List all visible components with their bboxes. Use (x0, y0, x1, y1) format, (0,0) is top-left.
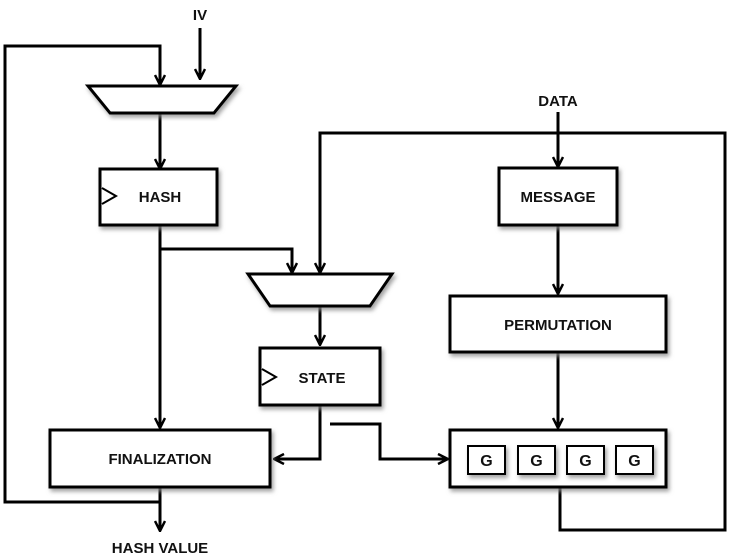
g-unit: G (615, 445, 654, 475)
finalization-block: FINALIZATION (48, 428, 272, 489)
permutation-block: PERMUTATION (448, 294, 668, 354)
g-unit: G (517, 445, 556, 475)
finalization-block-label: FINALIZATION (108, 451, 211, 468)
g-function-block: G G G G (448, 428, 668, 489)
g-unit: G (566, 445, 605, 475)
state-to-finalization-arrow (275, 406, 322, 459)
hash-register: HASH (98, 167, 219, 227)
g-unit-label: G (579, 453, 591, 470)
g-unit-label: G (628, 453, 640, 470)
g-unit: G (467, 445, 506, 475)
g-unit-label: G (480, 453, 492, 470)
input-multiplexer (84, 84, 240, 115)
message-block-label: MESSAGE (520, 189, 595, 206)
clock-icon (101, 187, 119, 205)
g-unit-label: G (530, 453, 542, 470)
state-register-label: STATE (299, 370, 346, 387)
state-multiplexer (245, 272, 395, 308)
hash-to-state-mux-arrow (160, 247, 292, 272)
message-block: MESSAGE (497, 166, 619, 227)
hash-value-label: HASH VALUE (112, 540, 208, 557)
data-label: DATA (538, 93, 578, 110)
permutation-block-label: PERMUTATION (504, 317, 612, 334)
iv-label: IV (193, 7, 207, 24)
hash-register-label: HASH (139, 189, 182, 206)
round-feedback-wire (320, 131, 727, 532)
state-to-g-arrow (330, 422, 447, 459)
clock-icon (261, 368, 279, 386)
state-register: STATE (258, 346, 382, 407)
